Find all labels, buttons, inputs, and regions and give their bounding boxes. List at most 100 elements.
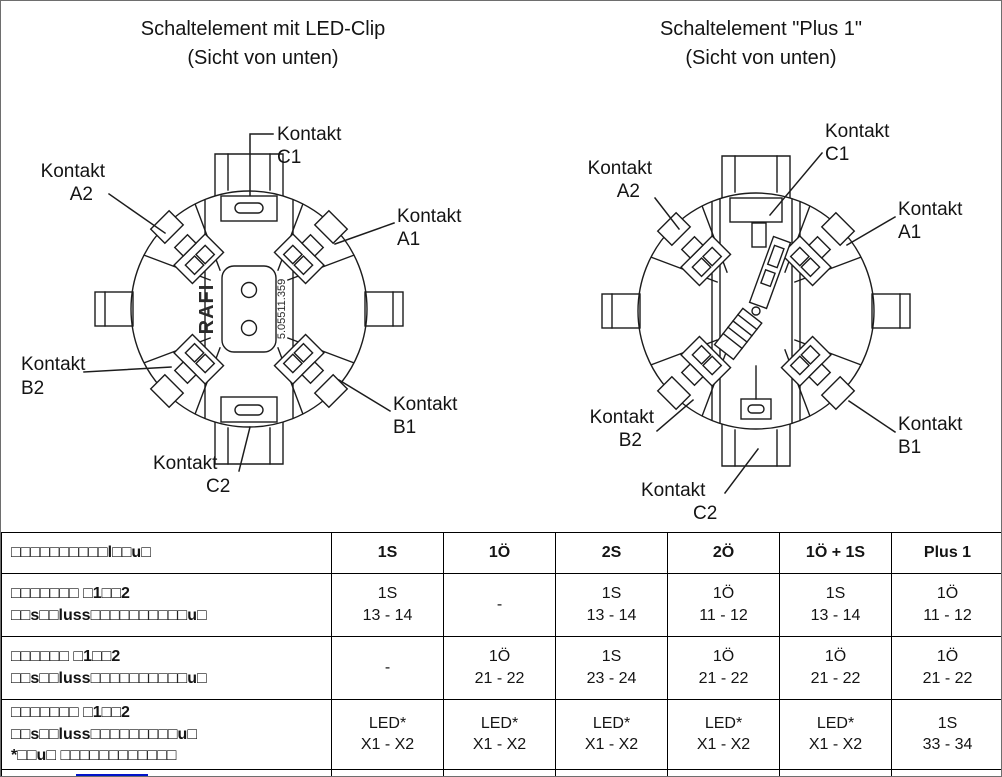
brand-marking: RAFI bbox=[196, 284, 218, 335]
label-b2-left: B2 bbox=[21, 378, 44, 399]
label-kontakt-b1-left: Kontakt bbox=[393, 394, 458, 415]
cell-line: 1Ö bbox=[936, 648, 959, 666]
label-kontakt-a1-left: Kontakt bbox=[397, 206, 462, 227]
left-title-line2: (Sicht von unten) bbox=[187, 47, 339, 69]
row-label-line: □□s□□luss□□□□□□□□□u□ bbox=[11, 725, 197, 743]
spec-cell: 1Ö 21 - 22 bbox=[891, 636, 1001, 700]
spec-cell: - bbox=[331, 636, 444, 700]
cell-line: X1 - X2 bbox=[360, 736, 415, 754]
cell-line: 1S bbox=[601, 585, 622, 603]
row-label-cell: □□□□□□ □1□□2 □□s□□luss□□□□□□□□□□u□ bbox=[1, 636, 332, 700]
cell-line: X1 - X2 bbox=[808, 736, 863, 754]
partial-cell bbox=[891, 768, 1001, 776]
label-a1-left: A1 bbox=[397, 229, 420, 250]
spec-cell: 1S 13 - 14 bbox=[779, 573, 892, 637]
cell-line: LED* bbox=[816, 714, 855, 732]
right-title-line1: Schaltelement "Plus 1" bbox=[659, 18, 863, 40]
label-c2-left: C2 bbox=[206, 476, 230, 497]
table-row-contacts-b: □□□□□□ □1□□2 □□s□□luss□□□□□□□□□□u□ - 1Ö 2… bbox=[1, 636, 1001, 700]
row-label-cell: □□□□□□□ □1□□2 □□s□□luss□□□□□□□□□u□ *□□u□… bbox=[1, 699, 332, 770]
cell-line: X1 - X2 bbox=[584, 736, 639, 754]
label-c2-right: C2 bbox=[693, 503, 717, 524]
spec-cell: 1Ö 11 - 12 bbox=[667, 573, 780, 637]
label-kontakt-c2-right: Kontakt bbox=[641, 480, 706, 501]
spec-cell: 1Ö 21 - 22 bbox=[779, 636, 892, 700]
label-kontakt-a1-right: Kontakt bbox=[898, 199, 963, 220]
label-kontakt-b2-right: Kontakt bbox=[590, 407, 655, 428]
partial-label-cell bbox=[1, 768, 332, 776]
label-kontakt-a2-left: Kontakt bbox=[41, 161, 106, 182]
cell-line: 11 - 12 bbox=[699, 607, 748, 624]
row-label-line: □□□□□□□ □1□□2 bbox=[11, 704, 130, 721]
left-leader-lines bbox=[83, 133, 395, 472]
partial-cell bbox=[779, 768, 892, 776]
partial-link-underline[interactable] bbox=[76, 774, 148, 776]
cell-line: 21 - 22 bbox=[810, 670, 861, 687]
row-label-line: □□s□□luss□□□□□□□□□□u□ bbox=[11, 607, 207, 624]
cell-line: 1S bbox=[601, 648, 622, 666]
right-diagram-title: Schaltelement "Plus 1" (Sicht von unten) bbox=[561, 15, 961, 73]
cell-line: 33 - 34 bbox=[922, 736, 973, 754]
cell-line: LED* bbox=[704, 714, 743, 732]
cell-line: 1Ö bbox=[824, 648, 847, 666]
label-a1-right: A1 bbox=[898, 222, 921, 243]
header-col-plus1: Plus 1 bbox=[891, 532, 1001, 574]
right-title-line2: (Sicht von unten) bbox=[685, 47, 837, 69]
cell-line: 1Ö bbox=[936, 585, 959, 603]
spec-cell: 1Ö 21 - 22 bbox=[443, 636, 556, 700]
partial-cell bbox=[331, 768, 444, 776]
cell-line: 1S bbox=[825, 585, 846, 603]
label-a2-right: A2 bbox=[617, 181, 640, 202]
label-kontakt-c1-left: Kontakt bbox=[277, 124, 342, 145]
spec-cell: LED* X1 - X2 bbox=[331, 699, 444, 770]
cell-line: 13 - 14 bbox=[810, 607, 861, 624]
cell-line: 21 - 22 bbox=[922, 670, 973, 687]
partial-cell bbox=[667, 768, 780, 776]
row-label-footnote: *□□u□ □□□□□□□□□□□□ bbox=[11, 747, 177, 765]
label-c1-left: C1 bbox=[277, 147, 301, 168]
cell-line: 1Ö bbox=[712, 585, 735, 603]
cell-line: 1S bbox=[377, 585, 398, 603]
cell-line: 21 - 22 bbox=[698, 670, 749, 687]
table-header-row: □□□□□□□□□□l□□u□ 1S 1Ö 2S 2Ö 1Ö + 1S Plus… bbox=[1, 532, 1001, 574]
label-b1-left: B1 bbox=[393, 417, 416, 438]
switch-element-led-clip: RAFI 5.05511.359 bbox=[94, 153, 404, 465]
spec-cell: 1S 23 - 24 bbox=[555, 636, 668, 700]
spec-cell: LED*X1 - X2 bbox=[555, 699, 668, 770]
cell-line: X1 - X2 bbox=[696, 736, 751, 754]
header-col-1oe-1s: 1Ö + 1S bbox=[779, 532, 892, 574]
cell-line: 1Ö bbox=[488, 648, 511, 666]
right-leader-lines bbox=[653, 151, 897, 495]
spec-cell: LED* X1 - X2 bbox=[667, 699, 780, 770]
spec-cell: LED* X1 - X2 bbox=[779, 699, 892, 770]
cell-line: LED* bbox=[368, 714, 407, 732]
cell-line: 21 - 22 bbox=[474, 670, 525, 687]
spec-cell: 1Ö 11 - 12 bbox=[891, 573, 1001, 637]
contact-assignment-table: □□□□□□□□□□l□□u□ 1S 1Ö 2S 2Ö 1Ö + 1S Plus… bbox=[1, 532, 1001, 776]
cell-line: - bbox=[384, 659, 391, 677]
right-contact-labels: Kontakt C1 Kontakt A2 Kontakt A1 Kontakt… bbox=[588, 121, 964, 524]
row-label-line: □□□□□□ □1□□2 bbox=[11, 648, 121, 666]
label-b1-right: B1 bbox=[898, 437, 921, 458]
left-diagram-title: Schaltelement mit LED-Clip (Sicht von un… bbox=[63, 15, 463, 73]
cell-line: LED* bbox=[480, 714, 519, 732]
header-col-2oe: 2Ö bbox=[667, 532, 780, 574]
cell-line: X1 - X2 bbox=[472, 736, 527, 754]
table-row-contacts-c: □□□□□□□ □1□□2 □□s□□luss□□□□□□□□□u□ *□□u□… bbox=[1, 699, 1001, 770]
diagrams-section: Schaltelement mit LED-Clip (Sicht von un… bbox=[1, 1, 1001, 532]
left-title-line1: Schaltelement mit LED-Clip bbox=[140, 18, 386, 40]
cell-line: 11 - 12 bbox=[923, 607, 972, 624]
label-kontakt-c1-right: Kontakt bbox=[825, 121, 890, 142]
cell-line: 23 - 24 bbox=[586, 670, 637, 687]
left-contact-labels: Kontakt C1 Kontakt A2 Kontakt A1 Kontakt… bbox=[21, 124, 462, 497]
label-b2-right: B2 bbox=[619, 430, 642, 451]
label-kontakt-b1-right: Kontakt bbox=[898, 414, 963, 435]
label-kontakt-c2-left: Kontakt bbox=[153, 453, 218, 474]
header-col-1oe: 1Ö bbox=[443, 532, 556, 574]
header-label-cell: □□□□□□□□□□l□□u□ bbox=[1, 532, 332, 574]
spec-cell: LED* X1 - X2 bbox=[443, 699, 556, 770]
